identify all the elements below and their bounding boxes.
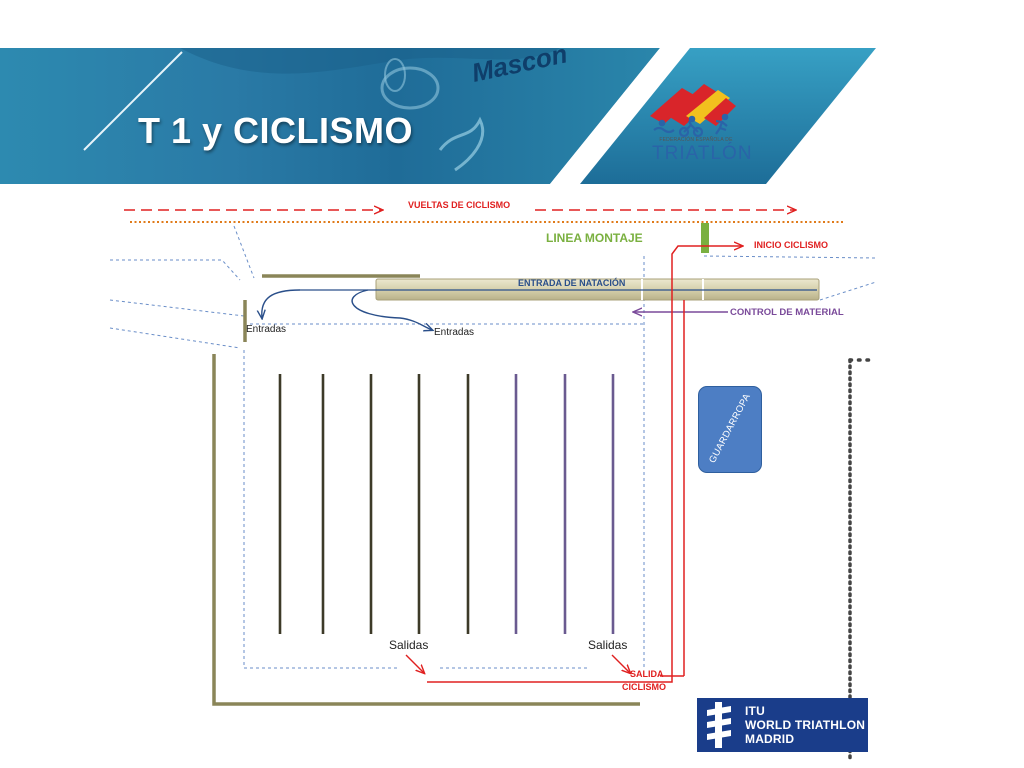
fence: [212, 274, 640, 706]
federation-logo: [650, 84, 736, 138]
entrance-label-left: Entradas: [246, 324, 287, 335]
itu-logo-line-1: ITU: [745, 704, 765, 718]
banner-photo-shape: [438, 116, 485, 172]
exit-arrow-right: [611, 654, 630, 673]
swim-entrance-label: ENTRADA DE NATACIÓN: [518, 278, 626, 288]
banner-photo-panel: [0, 48, 660, 184]
exit-label-left: Salidas: [389, 638, 429, 652]
cycling-start-label: INICIO CICLISMO: [754, 240, 828, 250]
itu-logo-line-2: WORLD TRIATHLON: [745, 718, 866, 732]
bike-racks: [278, 374, 615, 634]
cycling-exit-label: CICLISMO: [622, 682, 666, 692]
itu-logo-line-3: MADRID: [745, 732, 795, 746]
cycling-exit-label: SALIDA: [630, 669, 664, 679]
page-title: T 1 y CICLISMO: [138, 110, 414, 151]
banner-diagonal-line: [83, 51, 183, 151]
banner-white-stripe: [550, 48, 690, 184]
itu-logo-mark-icon: [707, 702, 731, 748]
banner-photo-shape: [180, 48, 560, 74]
federation-logo-small-text: FEDERACIÓN ESPAÑOLA DE: [659, 137, 733, 143]
cloakroom-box: GUARDARROPA: [698, 386, 762, 473]
entrance-arrow-left: [262, 289, 301, 318]
cycling-exit-route: [427, 246, 742, 683]
cycling-laps-label: VUELTAS DE CICLISMO: [408, 200, 511, 210]
perimeter-guides: [109, 225, 877, 670]
itu-logo: ITU WORLD TRIATHLON MADRID: [697, 698, 868, 752]
swim-bike-run-icon: [653, 113, 729, 138]
mount-line-marker: [701, 223, 709, 253]
material-control-label: CONTROL DE MATERIAL: [730, 307, 844, 318]
banner-photo-shape: [384, 58, 406, 92]
entrance-arrow-center: [351, 289, 432, 330]
cloakroom-label: GUARDARROPA: [707, 391, 753, 466]
entrance-label-center: Entradas: [434, 327, 475, 338]
banner-photo-shape: [380, 66, 440, 110]
header-banner: Mascon: [0, 48, 1024, 184]
exit-arrow-left: [405, 654, 424, 673]
federation-logo-text: TRIATLÓN: [652, 143, 753, 164]
exit-label-right: Salidas: [588, 638, 628, 652]
mount-line-label: LINEA MONTAJE: [546, 231, 643, 245]
